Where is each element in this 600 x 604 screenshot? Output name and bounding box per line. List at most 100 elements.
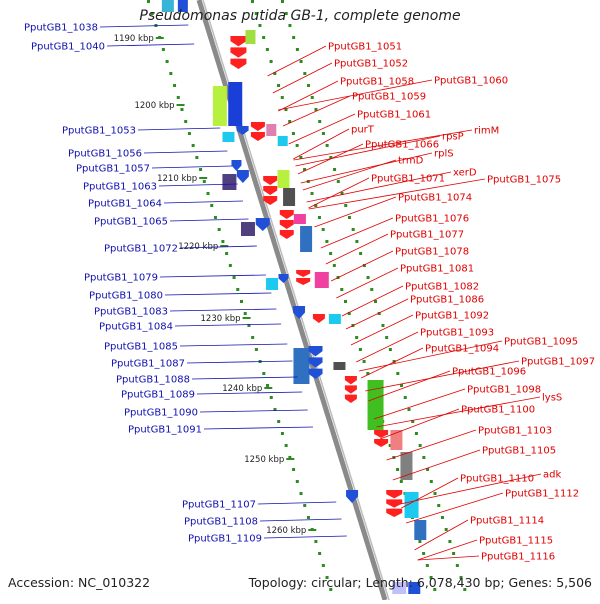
track-dot — [180, 108, 184, 111]
gene-feature — [293, 348, 310, 384]
gene-feature — [386, 499, 403, 508]
track-dot — [187, 132, 191, 135]
gene-feature — [404, 492, 419, 518]
left-gene-label: PputGB1_1056 — [68, 149, 142, 160]
right-leader-line — [306, 171, 452, 203]
left-gene-label: PputGB1_1038 — [24, 23, 98, 34]
track-dot — [288, 24, 292, 27]
track-dot — [366, 372, 370, 375]
right-gene-label: PputGB1_1075 — [487, 175, 561, 186]
gene-feature — [308, 346, 323, 357]
left-gene-label: PputGB1_1080 — [89, 291, 163, 302]
gene-feature — [245, 30, 256, 44]
right-leader-line — [288, 113, 356, 145]
track-dot — [284, 12, 288, 15]
gene-feature — [293, 306, 306, 319]
track-dot — [414, 432, 418, 435]
right-leader-line — [417, 555, 480, 561]
left-gene-label: PputGB1_1084 — [99, 322, 173, 333]
track-dot — [291, 132, 295, 135]
gene-feature — [236, 170, 249, 183]
left-leader-line — [199, 409, 308, 413]
right-gene-label: PputGB1_1059 — [352, 92, 426, 103]
track-dot — [280, 96, 284, 99]
track-dot — [307, 84, 311, 87]
gene-feature — [236, 126, 249, 135]
right-leader-line — [336, 267, 399, 299]
track-dot — [433, 588, 437, 591]
track-dot — [396, 468, 400, 471]
gene-feature — [278, 274, 289, 283]
right-leader-line — [365, 360, 520, 392]
gene-feature — [344, 376, 357, 385]
left-leader-line — [163, 200, 243, 204]
right-leader-line — [368, 370, 451, 402]
right-leader-line — [361, 347, 424, 379]
kbp-tick-label: 1210 kbp — [157, 174, 197, 184]
gene-feature — [279, 210, 294, 219]
right-gene-label: PputGB1_1097 — [521, 357, 595, 368]
track-dot — [425, 564, 429, 567]
right-gene-label: xerD — [453, 168, 477, 179]
right-gene-label: PputGB1_1100 — [461, 405, 535, 416]
left-gene-label: PputGB1_1091 — [128, 425, 202, 436]
gene-feature — [392, 582, 407, 594]
track-dot — [444, 528, 448, 531]
left-gene-label: PputGB1_1053 — [62, 126, 136, 137]
right-leader-line — [320, 217, 394, 249]
right-gene-label: PputGB1_1081 — [400, 264, 474, 275]
right-leader-line — [386, 429, 477, 461]
right-gene-label: PputGB1_1076 — [395, 214, 469, 225]
gene-feature — [230, 36, 247, 47]
gene-feature — [312, 314, 325, 323]
track-dot — [385, 336, 389, 339]
left-gene-label: PputGB1_1083 — [94, 307, 168, 318]
right-gene-label: lysS — [542, 393, 562, 404]
track-dot — [273, 408, 277, 411]
right-gene-label: PputGB1_1086 — [410, 295, 484, 306]
gene-feature — [212, 86, 227, 126]
right-gene-label: PputGB1_1094 — [425, 344, 499, 355]
track-dot — [295, 144, 299, 147]
right-leader-line — [406, 492, 504, 524]
left-leader-line — [257, 501, 337, 505]
track-dot — [292, 468, 296, 471]
gene-feature — [293, 214, 306, 224]
kbp-tick-label: 1240 kbp — [222, 384, 262, 394]
gene-labels: PputGB1_1038PputGB1_1040PputGB1_1053Pput… — [24, 23, 595, 563]
right-leader-line — [417, 539, 478, 561]
track-dot — [277, 84, 281, 87]
track-dot — [299, 60, 303, 63]
track-dot — [273, 72, 277, 75]
track-dot — [288, 456, 292, 459]
left-leader-line — [159, 274, 266, 278]
right-gene-label: PputGB1_1112 — [505, 489, 579, 500]
gene-feature — [308, 357, 323, 368]
track-dot — [433, 492, 437, 495]
gene-feature — [390, 430, 403, 450]
track-dot — [299, 492, 303, 495]
right-gene-label: PputGB1_1116 — [481, 552, 555, 563]
right-gene-label: trmD — [398, 156, 424, 167]
left-gene-label: PputGB1_1057 — [76, 164, 150, 175]
left-leader-line — [196, 391, 303, 395]
gene-feature — [177, 0, 188, 12]
track-dot — [392, 360, 396, 363]
right-leader-line — [325, 233, 389, 265]
left-gene-label: PputGB1_1065 — [94, 217, 168, 228]
right-gene-label: PputGB1_1060 — [434, 76, 508, 87]
track-dot — [254, 348, 258, 351]
left-leader-line — [179, 343, 288, 347]
right-gene-label: PputGB1_1074 — [398, 193, 472, 204]
track-dot — [463, 588, 467, 591]
track-dot — [448, 540, 452, 543]
gene-feature — [414, 520, 427, 540]
track-dot — [262, 372, 266, 375]
track-dot — [288, 120, 292, 123]
track-dot — [161, 48, 165, 51]
track-dot — [217, 228, 221, 231]
left-gene-label: PputGB1_1089 — [121, 390, 195, 401]
left-leader-line — [203, 426, 313, 430]
track-dot — [321, 132, 325, 135]
